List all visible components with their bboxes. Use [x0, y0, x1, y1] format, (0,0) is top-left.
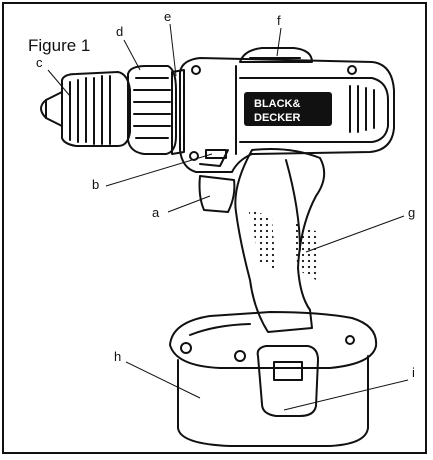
figure-border — [2, 2, 427, 454]
leader-line-a — [167, 195, 211, 213]
leader-line-h — [125, 361, 201, 399]
label-b: b — [92, 177, 100, 192]
leader-line-e — [169, 23, 177, 77]
direction-switch — [239, 47, 313, 63]
battery-pack — [169, 311, 378, 447]
label-d: d — [116, 24, 124, 39]
drill-handle — [234, 148, 326, 333]
label-f: f — [277, 13, 281, 28]
torque-collar — [127, 65, 177, 155]
leader-line-b — [105, 153, 213, 187]
figure-title: Figure 1 — [28, 36, 91, 55]
brand-badge: BLACK& DECKER — [244, 92, 332, 126]
brand-line-2: DECKER — [254, 112, 301, 124]
label-e: e — [164, 9, 172, 24]
label-a: a — [152, 205, 160, 220]
label-h: h — [114, 349, 122, 364]
label-c: c — [36, 55, 43, 70]
leader-line-d — [123, 39, 141, 71]
leader-line-f — [276, 27, 282, 57]
battery-release-button — [256, 345, 319, 417]
leader-line-i — [283, 379, 409, 411]
label-i: i — [412, 365, 415, 380]
chuck — [40, 71, 131, 147]
leader-line-g — [305, 215, 405, 253]
gear-selector — [171, 69, 185, 155]
label-g: g — [408, 205, 416, 220]
leader-line-c — [47, 69, 71, 97]
brand-line-1: BLACK& — [254, 98, 300, 110]
motor-housing — [179, 57, 395, 173]
trigger — [198, 175, 236, 213]
